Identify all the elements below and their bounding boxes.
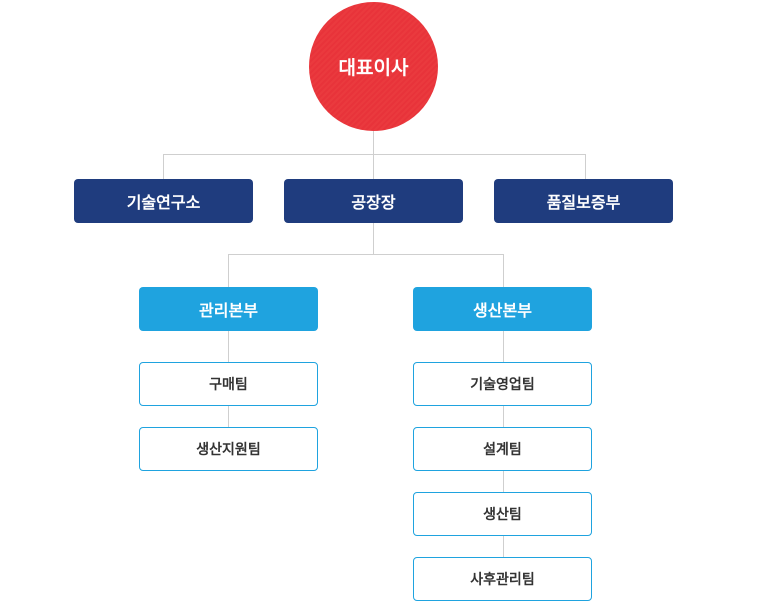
node-management-division: 관리본부 xyxy=(139,287,318,331)
node-team: 구매팀 xyxy=(139,362,318,406)
connector-line xyxy=(163,154,586,155)
connector-line xyxy=(228,254,229,454)
node-research-lab: 기술연구소 xyxy=(74,179,253,223)
connector-line xyxy=(503,254,504,584)
node-production-division: 생산본부 xyxy=(413,287,592,331)
node-team: 기술영업팀 xyxy=(413,362,592,406)
connector-line xyxy=(228,254,504,255)
node-team: 생산팀 xyxy=(413,492,592,536)
node-team: 설계팀 xyxy=(413,427,592,471)
node-plant-manager: 공장장 xyxy=(284,179,463,223)
node-team: 생산지원팀 xyxy=(139,427,318,471)
node-team: 사후관리팀 xyxy=(413,557,592,601)
node-quality-assurance: 품질보증부 xyxy=(494,179,673,223)
connector-line xyxy=(585,154,586,179)
connector-line xyxy=(163,154,164,179)
ceo-node: 대표이사 xyxy=(309,2,438,131)
